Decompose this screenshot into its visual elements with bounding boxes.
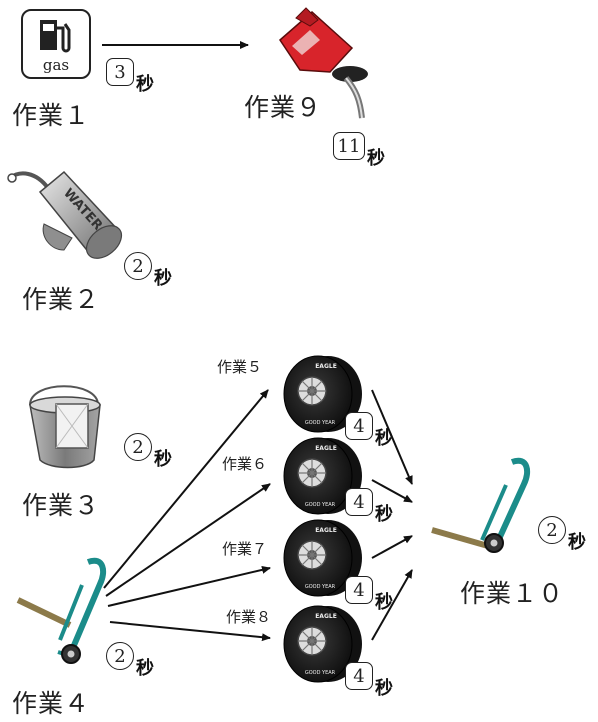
arrow-task6-to-task10 <box>371 479 413 503</box>
task6-label: 作業６ <box>222 455 268 473</box>
bucket-icon <box>29 385 101 469</box>
task6-duration: 4 秒 <box>345 488 393 525</box>
seconds-unit: 秒 <box>136 658 154 679</box>
task2-seconds: 2 <box>124 252 152 280</box>
task1-label: 作業１ <box>12 101 91 130</box>
seconds-unit: 秒 <box>375 678 393 699</box>
water-bottle-icon: WATER <box>7 170 123 259</box>
tire-brand-text: GOOD YEAR <box>305 420 336 426</box>
gas-can-icon <box>279 7 368 119</box>
seconds-unit: 秒 <box>375 428 393 449</box>
task9-label: 作業９ <box>244 93 323 122</box>
task7-duration: 4 秒 <box>345 576 393 613</box>
task3-seconds: 2 <box>124 433 152 461</box>
arrow-task4-to-task8 <box>109 621 271 642</box>
task7-seconds: 4 <box>345 576 373 604</box>
tire-brand-text: EAGLE <box>315 613 337 620</box>
arrow-task5-to-task10 <box>371 389 413 485</box>
tire-brand-text: EAGLE <box>315 445 337 452</box>
task2-duration: 2 秒 <box>124 252 172 289</box>
tire-brand-text: EAGLE <box>315 527 337 534</box>
tire-brand-text: GOOD YEAR <box>305 670 336 676</box>
task8-label: 作業８ <box>226 608 272 626</box>
seconds-unit: 秒 <box>367 148 385 169</box>
task1-seconds: 3 <box>106 58 134 86</box>
task3-label: 作業３ <box>22 491 101 520</box>
task1-duration: 3 秒 <box>106 58 154 95</box>
task3-duration: 2 秒 <box>124 433 172 470</box>
tire-icon: EAGLE GOOD YEAR <box>283 605 362 683</box>
task4-label: 作業４ <box>12 689 91 718</box>
tire-icon: EAGLE GOOD YEAR <box>283 519 362 597</box>
arrow-task7-to-task10 <box>371 535 413 559</box>
task10-label: 作業１０ <box>460 579 565 608</box>
seconds-unit: 秒 <box>375 504 393 525</box>
seconds-unit: 秒 <box>154 268 172 289</box>
seconds-unit: 秒 <box>375 592 393 613</box>
arrow-task8-to-task10 <box>371 569 413 641</box>
task8-duration: 4 秒 <box>345 662 393 699</box>
task7-label: 作業７ <box>222 540 268 558</box>
task4-duration: 2 秒 <box>106 642 154 679</box>
task6-seconds: 4 <box>345 488 373 516</box>
task9-seconds: 11 <box>333 132 365 160</box>
task10-duration: 2 秒 <box>538 516 586 553</box>
task5-duration: 4 秒 <box>345 412 393 449</box>
task5-label: 作業５ <box>217 358 263 376</box>
seconds-unit: 秒 <box>568 532 586 553</box>
task4-seconds: 2 <box>106 642 134 670</box>
hand-truck-jack-icon <box>16 557 107 664</box>
arrow-task4-to-task7 <box>107 565 271 607</box>
task9-duration: 11 秒 <box>333 132 385 169</box>
gas-sign-text: gas <box>43 56 69 74</box>
tire-brand-text: GOOD YEAR <box>305 502 336 508</box>
seconds-unit: 秒 <box>154 449 172 470</box>
hand-truck-jack-icon <box>431 457 531 553</box>
seconds-unit: 秒 <box>136 74 154 95</box>
tire-brand-text: EAGLE <box>315 363 337 370</box>
task10-seconds: 2 <box>538 516 566 544</box>
gas-station-sign-icon: gas <box>21 9 91 79</box>
arrow-task4-to-task5 <box>103 389 269 589</box>
arrow-task4-to-task6 <box>105 483 271 597</box>
task5-seconds: 4 <box>345 412 373 440</box>
task8-seconds: 4 <box>345 662 373 690</box>
task2-label: 作業２ <box>22 285 101 314</box>
tire-brand-text: GOOD YEAR <box>305 584 336 590</box>
tire-icon: EAGLE GOOD YEAR <box>283 355 362 433</box>
